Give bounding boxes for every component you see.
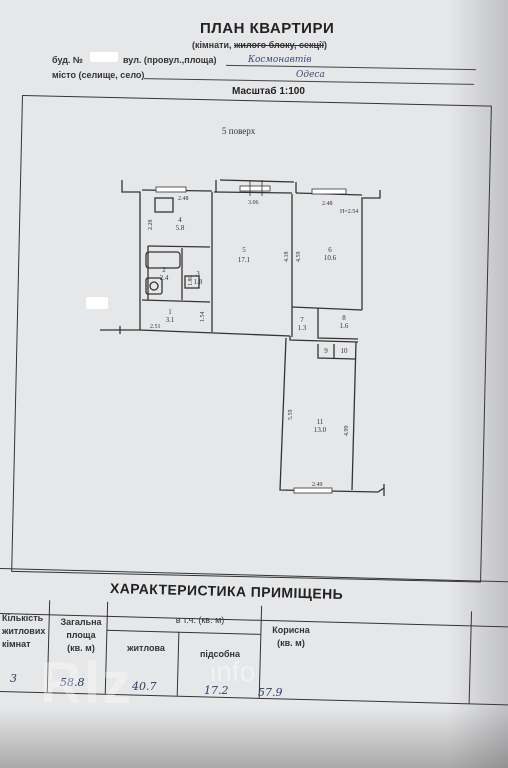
building-label: буд. № — [52, 55, 83, 65]
col-total-line2: площа — [66, 630, 96, 640]
value-rooms: 3 — [10, 672, 17, 685]
col-useful-line2: (кв. м) — [277, 638, 305, 648]
document-title: ПЛАН КВАРТИРИ — [200, 20, 335, 37]
col-header-useful: Корисна (кв. м) — [266, 624, 316, 650]
col-rooms-line1: Кількість — [2, 613, 44, 623]
col-rooms-line2: житлових — [2, 626, 46, 636]
col-header-rooms: Кількість житлових кімнат — [2, 612, 50, 651]
paper-shadow-right — [448, 0, 508, 768]
col-header-total: Загальна площа (кв. м) — [56, 616, 106, 655]
watermark-info: info — [210, 656, 256, 687]
redacted-building-number — [90, 52, 118, 62]
watermark-brand: Rlz — [40, 651, 133, 716]
street-value: Космонавтів — [248, 55, 312, 65]
col-header-including: в т.ч. (кв. м) — [175, 615, 225, 625]
value-useful: 57.9 — [258, 686, 283, 699]
subtitle-start: (кімнати, — [192, 40, 235, 50]
city-value: Одеса — [296, 70, 325, 80]
floor-label: 5 поверх — [222, 126, 256, 136]
plan-frame — [11, 95, 492, 583]
col-rooms-line3: кімнат — [2, 639, 31, 649]
value-total: 58.8 — [60, 676, 85, 689]
col-total-line3: (кв. м) — [67, 643, 95, 653]
street-label: вул. (провул.,площа) — [123, 55, 217, 65]
value-aux: 17.2 — [204, 684, 229, 697]
subtitle-end: ) — [324, 40, 328, 50]
redacted-label — [86, 297, 108, 309]
city-label: місто (селище, село) — [52, 70, 145, 80]
col-header-living: житлова — [127, 643, 165, 653]
street-line — [226, 64, 476, 71]
paper-shadow-bottom — [0, 708, 508, 768]
col-useful-line1: Корисна — [272, 625, 310, 635]
col-header-aux: підсобна — [199, 649, 241, 659]
document-subtitle: (кімнати, жилого блоку, секції) — [192, 40, 327, 50]
value-living: 40.7 — [132, 680, 157, 693]
col-total-line1: Загальна — [60, 617, 102, 627]
subtitle-struck: жилого блоку, секції — [234, 40, 325, 50]
scale-label: Масштаб 1:100 — [232, 86, 305, 97]
